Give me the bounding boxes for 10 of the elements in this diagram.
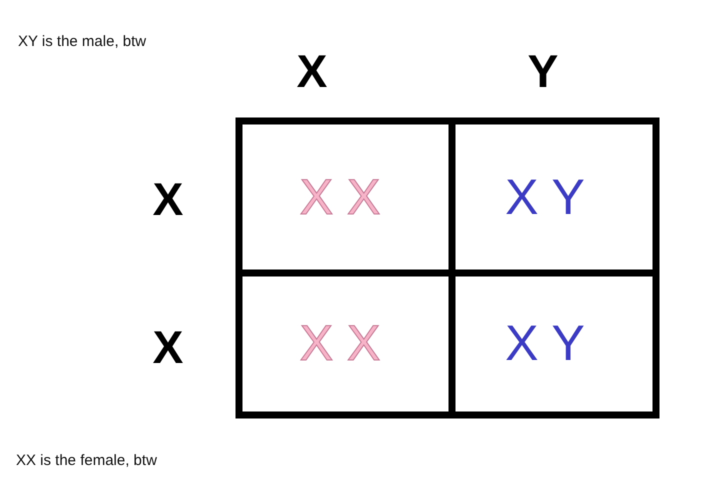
note-text: XX is the female, btw <box>16 453 157 468</box>
genotype-text: X Y <box>505 172 585 222</box>
allele-header: Y <box>528 48 558 94</box>
allele-header: X <box>152 176 184 222</box>
genotype-text: X X <box>300 172 380 222</box>
genotype-text: X X <box>300 318 380 368</box>
note-text: XY is the male, btw <box>18 34 146 49</box>
genotype-text: X Y <box>505 318 585 368</box>
allele-header: X <box>296 48 328 94</box>
allele-header: X <box>152 324 184 370</box>
